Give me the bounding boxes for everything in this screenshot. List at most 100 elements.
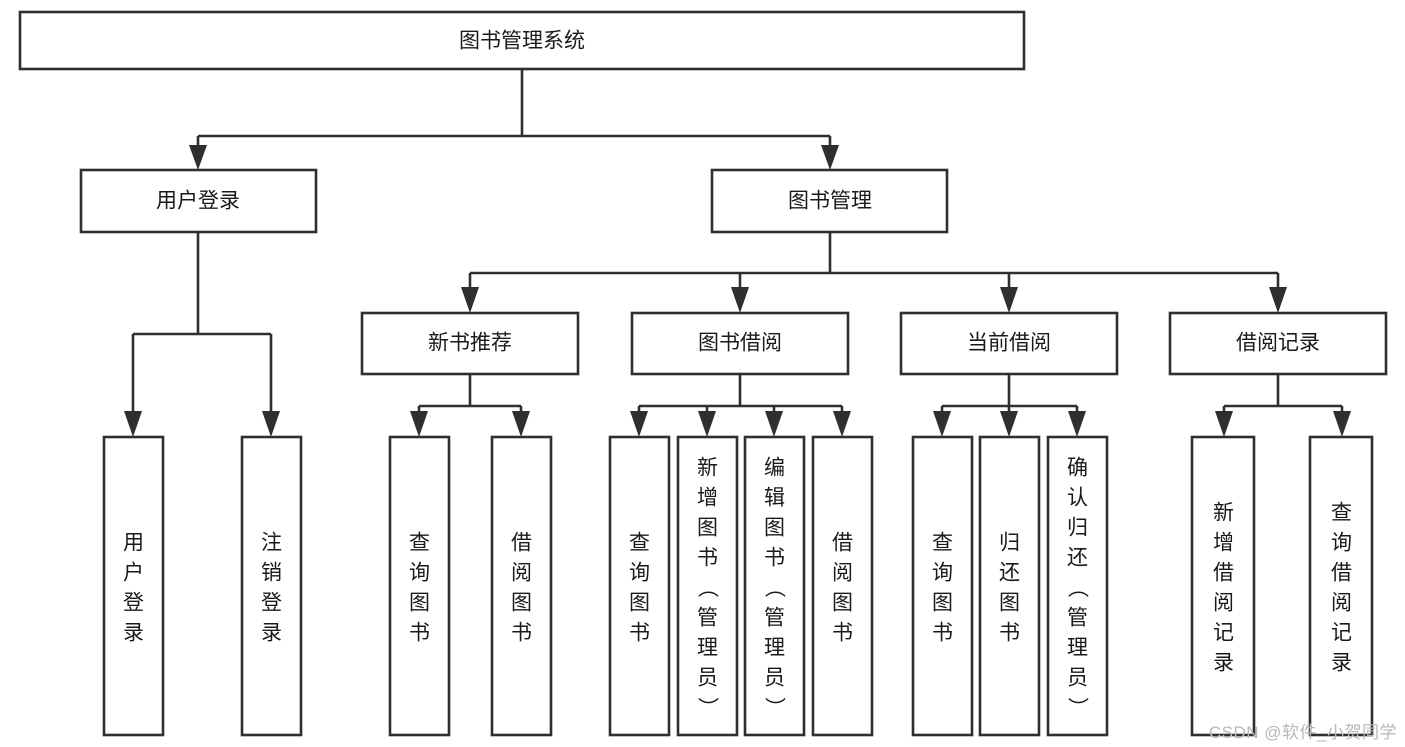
svg-text:图: 图 [932, 591, 953, 614]
node-new-book-recommend-label: 新书推荐 [428, 332, 512, 355]
svg-text:书: 书 [629, 621, 650, 644]
svg-text:图: 图 [764, 516, 785, 539]
node-borrow-record[interactable]: 借阅记录 [1168, 311, 1388, 376]
node-book-manage[interactable]: 图书管理 [710, 168, 949, 234]
svg-text:询: 询 [1331, 531, 1352, 554]
svg-text:理: 理 [697, 636, 718, 659]
svg-text:录: 录 [123, 621, 144, 644]
vertical-label-layer: 用户登录注销登录查询图书借阅图书查询图书新增图书（管理员）编辑图书（管理员）借阅… [123, 456, 1352, 718]
node-leaf-bb-query[interactable] [608, 435, 671, 737]
svg-text:录: 录 [1213, 651, 1234, 674]
svg-text:登: 登 [261, 591, 282, 614]
svg-text:询: 询 [932, 561, 953, 584]
svg-text:还: 还 [1067, 546, 1088, 569]
arrow-to-leaf-user-login [124, 411, 142, 437]
svg-text:新: 新 [1213, 501, 1234, 524]
svg-text:户: 户 [123, 561, 144, 584]
svg-text:阅: 阅 [1213, 591, 1234, 614]
node-leaf-cb-query[interactable] [911, 435, 974, 737]
node-leaf-cb-confirm[interactable] [1046, 435, 1109, 737]
node-leaf-br-query[interactable] [1308, 435, 1374, 737]
arrow-to-bb-borrow [833, 411, 851, 437]
node-leaf-nb-borrow[interactable] [490, 435, 553, 737]
arrow-to-bb-add [698, 411, 716, 437]
svg-text:新: 新 [697, 456, 718, 479]
svg-text:增: 增 [1213, 531, 1234, 554]
node-leaf-nb-query-box[interactable] [388, 435, 451, 737]
node-leaf-user-login[interactable] [102, 435, 165, 737]
svg-text:编: 编 [764, 456, 785, 479]
svg-text:归: 归 [999, 531, 1020, 554]
node-new-book-recommend-box[interactable] [360, 311, 580, 376]
node-leaf-br-add[interactable] [1190, 435, 1256, 737]
svg-text:阅: 阅 [832, 561, 853, 584]
svg-text:书: 书 [764, 546, 785, 569]
node-book-manage-box[interactable] [710, 168, 949, 234]
node-new-book-recommend[interactable]: 新书推荐 [360, 311, 580, 376]
node-leaf-bb-add[interactable] [676, 435, 739, 737]
svg-text:阅: 阅 [511, 561, 532, 584]
node-current-borrow-box[interactable] [899, 311, 1119, 376]
node-leaf-br-query-box[interactable] [1308, 435, 1374, 737]
svg-text:录: 录 [1331, 651, 1352, 674]
svg-text:（: （ [696, 577, 719, 598]
node-leaf-cb-return[interactable] [978, 435, 1041, 737]
svg-text:借: 借 [1213, 561, 1234, 584]
node-leaf-bb-edit[interactable] [743, 435, 806, 737]
node-book-borrow-label: 图书借阅 [698, 332, 782, 355]
node-leaf-br-add-box[interactable] [1190, 435, 1256, 737]
connector-layer [124, 69, 1351, 437]
node-leaf-logout-box[interactable] [240, 435, 303, 737]
node-leaf-user-login-box[interactable] [102, 435, 165, 737]
node-root-box[interactable] [18, 10, 1026, 71]
svg-text:记: 记 [1213, 621, 1234, 644]
svg-text:）: ） [696, 697, 719, 718]
arrow-to-bb-query [630, 411, 648, 437]
svg-text:辑: 辑 [764, 486, 785, 509]
node-leaf-bb-borrow[interactable] [811, 435, 874, 737]
node-root[interactable]: 图书管理系统 [18, 10, 1026, 71]
node-leaf-cb-confirm-box[interactable] [1046, 435, 1109, 737]
node-leaf-bb-borrow-box[interactable] [811, 435, 874, 737]
svg-text:员: 员 [764, 666, 785, 689]
node-user-login[interactable]: 用户登录 [79, 168, 318, 234]
svg-text:员: 员 [697, 666, 718, 689]
svg-text:查: 查 [409, 531, 430, 554]
node-leaf-cb-query-box[interactable] [911, 435, 974, 737]
node-current-borrow-label: 当前借阅 [967, 332, 1051, 355]
node-user-login-label: 用户登录 [156, 190, 240, 213]
arrow-to-leaf-logout [262, 411, 280, 437]
svg-text:注: 注 [261, 531, 282, 554]
node-leaf-bb-edit-box[interactable] [743, 435, 806, 737]
csdn-watermark: CSDN @软件_小贺同学 [1208, 723, 1397, 742]
node-user-login-box[interactable] [79, 168, 318, 234]
arrow-to-book-manage [821, 145, 839, 170]
svg-text:阅: 阅 [1331, 591, 1352, 614]
svg-text:）: ） [1066, 697, 1089, 718]
svg-text:查: 查 [629, 531, 650, 554]
node-leaf-nb-borrow-box[interactable] [490, 435, 553, 737]
node-leaf-bb-add-box[interactable] [676, 435, 739, 737]
arrow-to-br-add [1215, 411, 1233, 437]
node-book-borrow[interactable]: 图书借阅 [630, 311, 850, 376]
node-leaf-nb-query[interactable] [388, 435, 451, 737]
node-book-borrow-box[interactable] [630, 311, 850, 376]
svg-text:销: 销 [261, 561, 282, 584]
node-leaf-logout[interactable] [240, 435, 303, 737]
svg-text:管: 管 [764, 606, 785, 629]
node-borrow-record-label: 借阅记录 [1236, 332, 1320, 355]
node-leaf-cb-return-box[interactable] [978, 435, 1041, 737]
node-leaf-bb-query-box[interactable] [608, 435, 671, 737]
node-borrow-record-box[interactable] [1168, 311, 1388, 376]
node-current-borrow[interactable]: 当前借阅 [899, 311, 1119, 376]
svg-text:确: 确 [1067, 456, 1088, 479]
svg-text:理: 理 [1067, 636, 1088, 659]
svg-text:（: （ [1066, 577, 1089, 598]
